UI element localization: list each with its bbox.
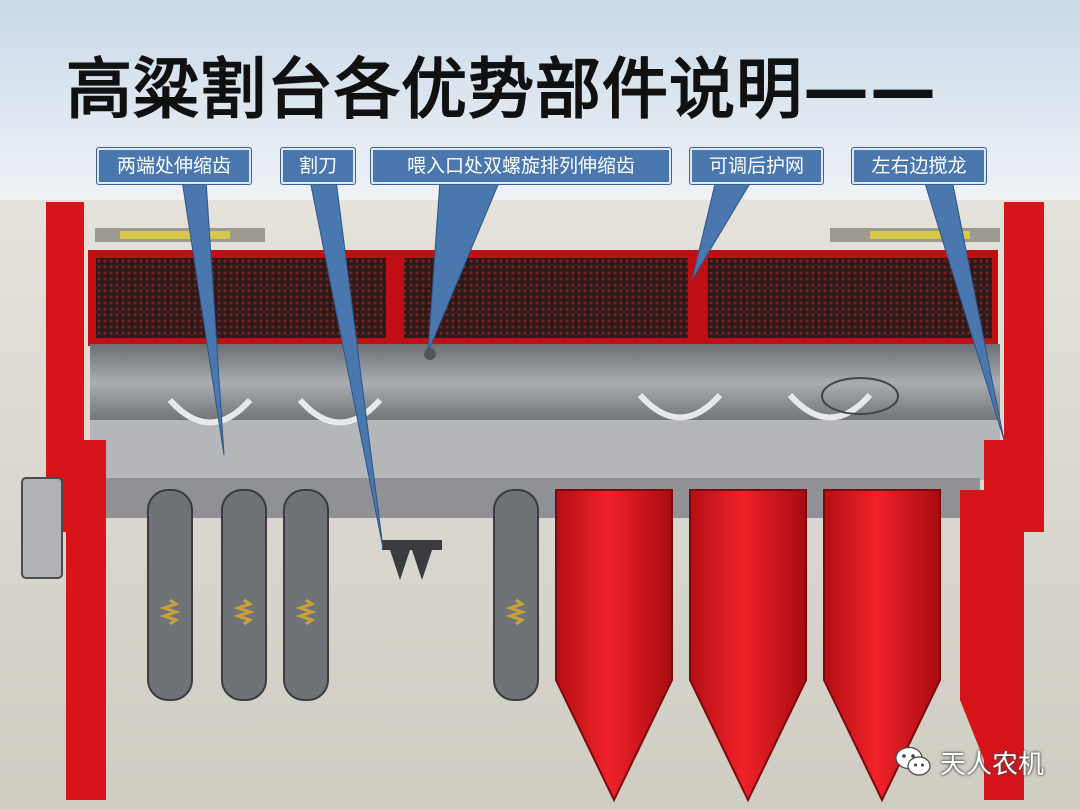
- snapping-units: [147, 489, 539, 701]
- page-title: 高粱割台各优势部件说明——: [66, 51, 937, 128]
- rear-guard: [88, 250, 998, 346]
- callout-telescopic-tines-ends: 两端处伸缩齿: [97, 148, 251, 184]
- callout-adjustable-rear-guard: 可调后护网: [690, 148, 823, 184]
- callout-cutter-knife: 割刀: [281, 148, 355, 184]
- wechat-icon: [895, 746, 931, 776]
- side-frame-left: [46, 202, 106, 800]
- callout-pointers: [181, 179, 1005, 549]
- auger-drum: [90, 344, 1000, 480]
- callout-feed-inlet-double-spiral-tines: 喂入口处双螺旋排列伸缩齿: [371, 148, 671, 184]
- brand-name: 天人农机: [940, 749, 1045, 780]
- brand-watermark: 天人农机: [894, 742, 1044, 782]
- cutter-knife: [382, 540, 442, 580]
- gearbox-left: [21, 477, 63, 579]
- side-frame-right: [960, 202, 1044, 800]
- tension-springs: [159, 598, 527, 626]
- crop-dividers: [555, 489, 941, 803]
- callout-side-augers: 左右边搅龙: [852, 148, 986, 184]
